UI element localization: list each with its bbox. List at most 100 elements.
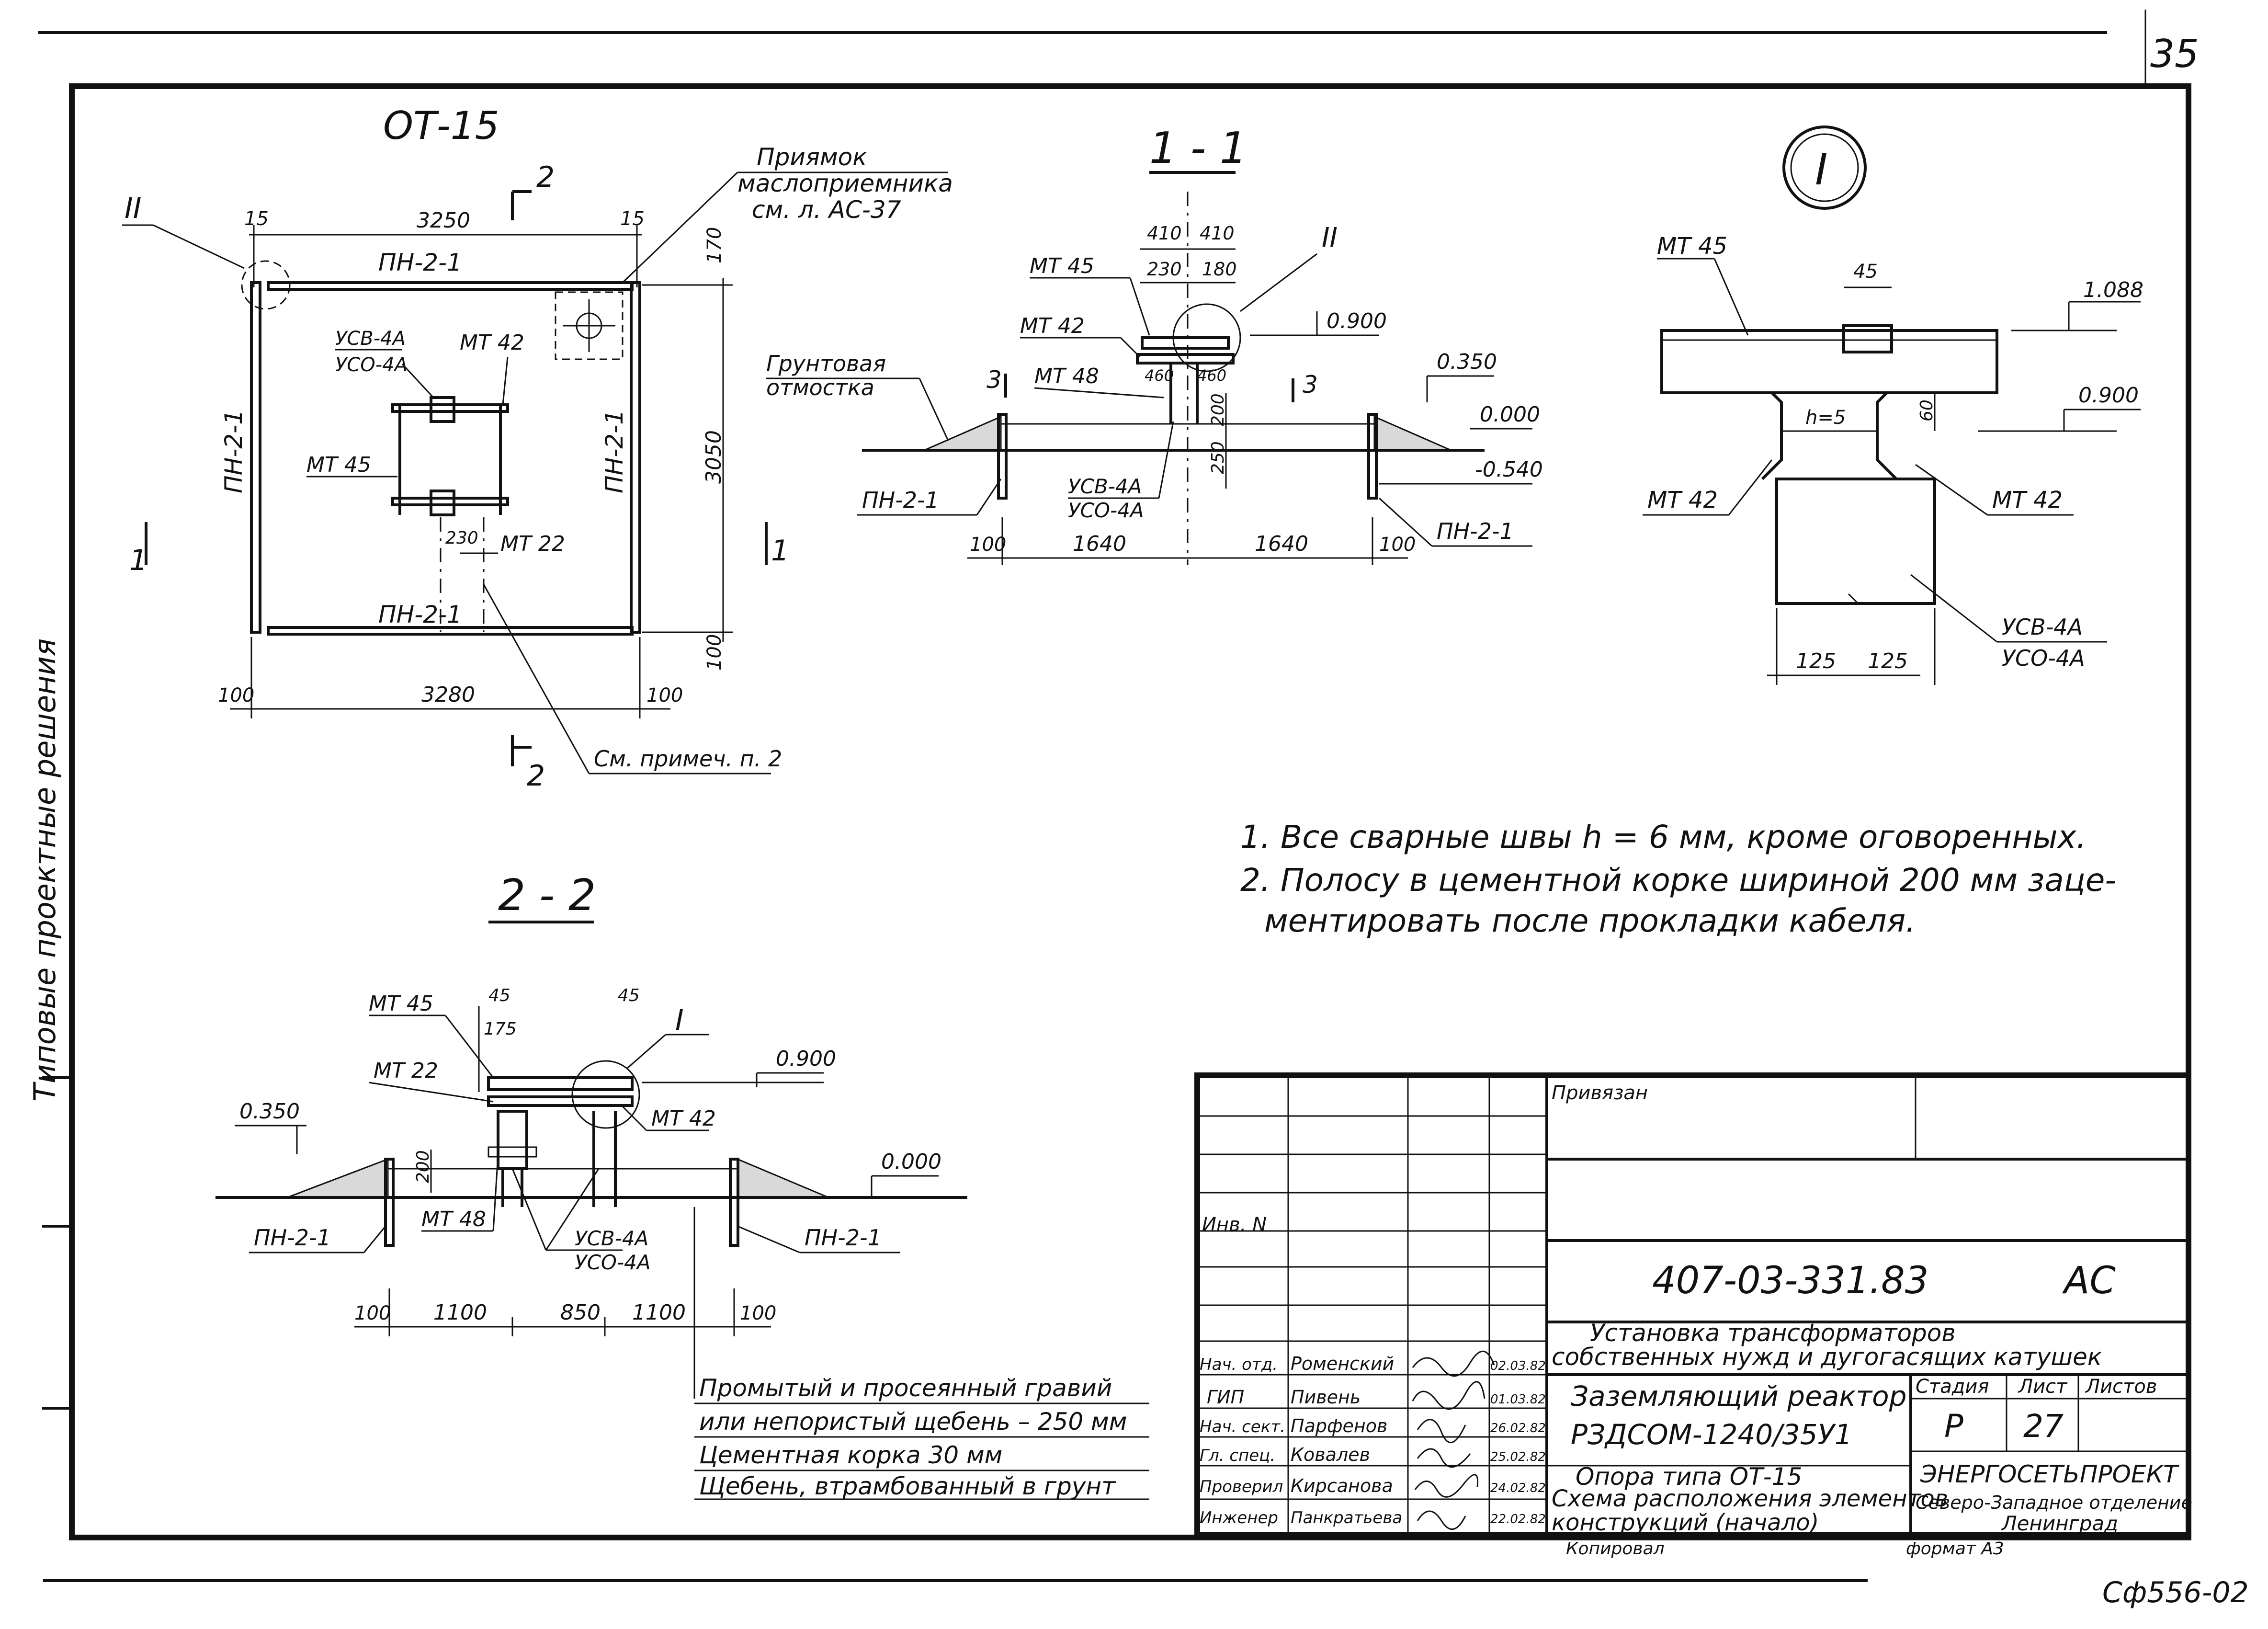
staff-name-5: Кирсанова bbox=[1291, 1475, 1393, 1496]
dim-230: 230 bbox=[445, 528, 478, 548]
s11-level-0900: 0.900 bbox=[1327, 309, 1387, 333]
s11-dim-250: 250 bbox=[1208, 441, 1228, 474]
tb-sheet-title-1: Заземляющий реактор bbox=[1571, 1380, 1906, 1413]
s11-dim-180: 180 bbox=[1202, 259, 1237, 280]
layer-4: Щебень, втрамбованный в грунт bbox=[699, 1472, 1116, 1500]
detail-support-usv bbox=[1775, 478, 1936, 605]
staff-role-6: Инженер bbox=[1200, 1508, 1278, 1527]
s11-label-pn-left: ПН-2-1 bbox=[862, 487, 939, 513]
staff-role-5: Проверил bbox=[1200, 1477, 1283, 1496]
s22-label-pn-right: ПН-2-1 bbox=[805, 1225, 882, 1251]
s22-dim-200: 200 bbox=[413, 1150, 433, 1183]
sheet-number: 35 bbox=[2150, 32, 2199, 76]
dim-15-right: 15 bbox=[620, 208, 645, 230]
s11-dim-460a: 460 bbox=[1145, 366, 1174, 385]
plate-left bbox=[250, 281, 261, 634]
left-margin-text: Типовые проектные решения bbox=[27, 638, 62, 1102]
detail-callout-circle-inner bbox=[1790, 133, 1859, 202]
s11-dim-410b: 410 bbox=[1200, 223, 1235, 244]
layer-1: Промытый и просеянный гравий bbox=[699, 1374, 1112, 1402]
dim-100-right: 100 bbox=[703, 634, 726, 671]
dim-3280: 3280 bbox=[421, 683, 475, 707]
tb-privyazan: Привязан bbox=[1552, 1082, 1648, 1104]
beam-mt45-top bbox=[391, 403, 509, 413]
staff-date-1: 02.03.82 bbox=[1490, 1359, 1546, 1373]
bottom-code: Сф556-02 bbox=[2102, 1576, 2249, 1609]
detail-dim-125a: 125 bbox=[1796, 649, 1836, 673]
plate-bottom bbox=[267, 626, 634, 636]
s22-gravel-left bbox=[287, 1158, 389, 1198]
s22-dim-100a: 100 bbox=[354, 1302, 391, 1324]
plan-title: ОТ-15 bbox=[383, 103, 499, 148]
s11-label-mt42: МТ 42 bbox=[1020, 314, 1085, 338]
tb-sheets-header: Листов bbox=[2085, 1376, 2157, 1398]
staff-name-4: Ковалев bbox=[1291, 1444, 1370, 1465]
tb-stage-header: Стадия bbox=[1916, 1376, 1989, 1398]
oil-pit bbox=[555, 291, 624, 360]
detail-I: I МТ 45 МТ 42 МТ 42 УСВ-4А УСО-4А h=5 1.… bbox=[1643, 125, 2143, 685]
detail-dim-60: 60 bbox=[1917, 399, 1937, 421]
layer-2: или непористый щебень – 250 мм bbox=[699, 1408, 1127, 1435]
note-ref: См. примеч. п. 2 bbox=[594, 746, 782, 772]
s22-label-mt45: МТ 45 bbox=[369, 991, 433, 1016]
s22-label-usv: УСВ-4А bbox=[575, 1227, 648, 1250]
detail-label-mt42-left: МТ 42 bbox=[1647, 487, 1718, 513]
dim-170: 170 bbox=[703, 227, 726, 263]
staff-name-1: Роменский bbox=[1291, 1353, 1394, 1374]
tb-stage: Р bbox=[1944, 1408, 1963, 1445]
detail-label-usv: УСВ-4А bbox=[2002, 614, 2083, 640]
s11-gravel-left bbox=[924, 415, 1002, 451]
section-2-2: 2 - 2 I 0.900 0.350 0.000 МТ 45 МТ 2 bbox=[215, 870, 1149, 1500]
tb-org-3: Ленинград bbox=[2001, 1512, 2118, 1535]
s11-beam-mt42 bbox=[1136, 353, 1235, 365]
s22-gravel-right bbox=[737, 1158, 829, 1198]
staff-name-6: Панкратьева bbox=[1291, 1508, 1402, 1527]
s11-dim-230: 230 bbox=[1147, 259, 1182, 280]
label-mt45: МТ 45 bbox=[306, 453, 371, 477]
label-pn-top: ПН-2-1 bbox=[378, 249, 462, 276]
s22-level-0350: 0.350 bbox=[239, 1099, 300, 1124]
s11-beam-mt45 bbox=[1141, 336, 1230, 350]
tb-sheet-title-2: РЗДСОМ-1240/35У1 bbox=[1571, 1418, 1852, 1451]
s11-plate-left bbox=[997, 413, 1008, 500]
detail-label-uso: УСО-4А bbox=[2002, 645, 2085, 671]
staff-date-5: 24.02.82 bbox=[1490, 1481, 1546, 1495]
pit-label-1: Приямок bbox=[757, 143, 867, 171]
s22-beam-mt45 bbox=[487, 1076, 634, 1091]
s22-dim-175: 175 bbox=[484, 1019, 517, 1039]
note-2-cont: ментировать после прокладки кабеля. bbox=[1264, 902, 1916, 939]
detail-channel-mt42 bbox=[1761, 391, 1898, 480]
general-notes: 1. Все сварные швы h = 6 мм, кроме огово… bbox=[1240, 819, 2116, 939]
s11-level-0350: 0.350 bbox=[1437, 350, 1497, 374]
dim-100-bottom: 100 bbox=[646, 684, 683, 706]
tb-project-1: Установка трансформаторов bbox=[1590, 1319, 1956, 1347]
dim-15-left: 15 bbox=[244, 208, 269, 230]
staff-role-2: ГИП bbox=[1207, 1387, 1244, 1408]
dim-100-left: 100 bbox=[218, 684, 254, 706]
s22-dim-850: 850 bbox=[560, 1300, 601, 1325]
support-usv-bottom bbox=[430, 490, 455, 516]
detail-label-weld: h=5 bbox=[1805, 407, 1846, 429]
detail-callout-circle-outer bbox=[1782, 125, 1867, 210]
detail-level-1088: 1.088 bbox=[2083, 278, 2143, 302]
sect2-bottom: 2 bbox=[527, 759, 545, 793]
detail-dim-45: 45 bbox=[1853, 261, 1878, 283]
tb-mark: АС bbox=[2062, 1259, 2116, 1302]
callout-II-label: II bbox=[125, 192, 141, 225]
s11-cut3-left: 3 bbox=[987, 366, 1002, 394]
title-block: Привязан Инв. N 407-03-331.83 АС Установ… bbox=[1194, 1072, 2192, 1559]
s11-dim-200: 200 bbox=[1208, 393, 1228, 426]
staff-role-1: Нач. отд. bbox=[1200, 1355, 1278, 1374]
s11-dim-1640a: 1640 bbox=[1073, 532, 1126, 556]
detail-callout-label: I bbox=[1815, 145, 1828, 195]
staff-role-4: Гл. спец. bbox=[1200, 1446, 1275, 1465]
tb-copied: Копировал bbox=[1566, 1539, 1665, 1559]
label-pn-left: ПН-2-1 bbox=[220, 410, 248, 493]
tb-format: формат А3 bbox=[1906, 1539, 2004, 1559]
sect2-top: 2 bbox=[536, 160, 555, 194]
support-usv-top bbox=[430, 396, 455, 423]
staff-name-3: Парфенов bbox=[1291, 1415, 1387, 1436]
tb-org-2: Северо-Западное отделение bbox=[1916, 1492, 2192, 1513]
s11-label-usv: УСВ-4А bbox=[1068, 475, 1142, 498]
tb-project-2: собственных нужд и дугогасящих катушек bbox=[1552, 1343, 2102, 1371]
